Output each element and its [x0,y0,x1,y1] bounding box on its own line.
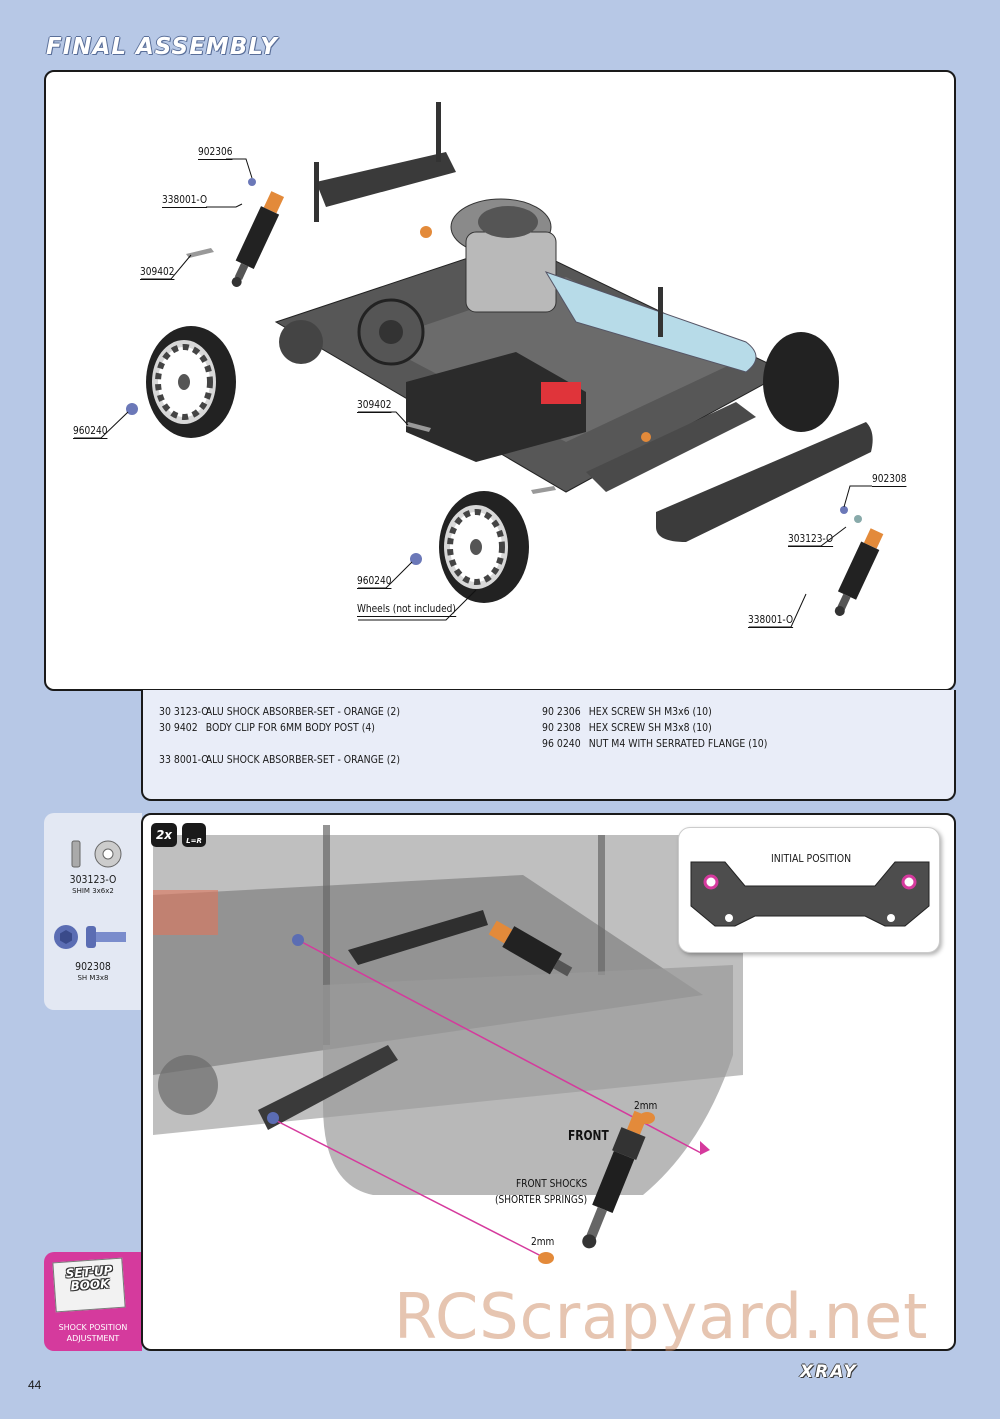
callout-303123-o: 303123-O [788,532,834,547]
part-code: 96 0240 [542,737,581,750]
front-shocks-label: FRONT SHOCKS [516,1177,588,1190]
guide-line-lower [274,1119,546,1259]
fuel-tank [406,352,586,462]
car-assembly-illustration [74,102,884,628]
nut-960240-rear [126,403,138,415]
callout-309402-mid: 309402 [357,398,392,413]
shim-303123 [854,515,862,523]
faded-carbon [153,875,703,1075]
hex-screw-icon [54,925,126,949]
part-desc: ALU SHOCK ABSORBER-SET - ORANGE (2) [205,705,401,718]
part-desc: BODY CLIP FOR 6MM BODY POST (4) [205,721,375,734]
brand-logo: XRAY [800,1362,858,1382]
front-shock-install-illustration [153,825,743,1264]
shim-bottom-label: 2mm [531,1235,555,1248]
left-right-badge: L=R [182,823,206,847]
installed-shock [488,920,573,977]
initial-position-inset: INITIAL POSITION [678,827,940,953]
part-row: 90 2308 HEX SCREW SH M3x8 (10) [542,721,712,734]
callout-338001-o-rear: 338001-O [162,193,208,208]
shim-2mm-bottom [538,1252,554,1264]
step-parts-sidebar: 303123-O SHIM 3x6x2 902308 SH M3x8 [44,813,142,1010]
faded-body-post-2 [598,835,605,975]
shim-icon [71,840,122,868]
part-code: 90 2308 [542,721,581,734]
faded-red-box [153,890,218,935]
faded-bumper [323,965,733,1195]
front-right-wheel [763,332,839,432]
part-row: 96 0240 NUT M4 WITH SERRATED FLANGE (10) [542,737,767,750]
part-code: 90 2306 [542,705,581,718]
front-bumper [656,422,873,542]
exhaust [544,271,757,373]
front-arrow [700,1141,710,1155]
callout-338001-o-front: 338001-O [748,613,794,628]
part-desc: HEX SCREW SH M3x8 (10) [588,721,712,734]
rear-body-mount [316,152,456,207]
page-title: FINAL ASSEMBLY [46,34,278,60]
initial-position-label: INITIAL POSITION [771,852,852,865]
shim-top-label: 2mm [634,1099,658,1112]
body-clip-2 [406,422,431,432]
setup-book-icon: SET-UP BOOK [52,1257,126,1313]
body-post-3 [658,287,663,337]
quantity-badge: 2x [151,823,177,847]
assembly-diagram-panel: 902306 338001-O 309402 960240 309402 902… [44,70,956,691]
rear-hub [279,320,323,364]
part-row: 90 2306 HEX SCREW SH M3x6 (10) [542,705,712,718]
front-shock-absorber [834,528,884,616]
parts-list: 30 3123-OALU SHOCK ABSORBER-SET - ORANGE… [141,690,956,801]
body-clip-3 [531,486,556,494]
screw-902306 [248,178,256,186]
body-post-1 [314,162,319,222]
front-arms [586,402,756,492]
screw-upper [292,934,304,946]
part-desc: NUT M4 WITH SERRATED FLANGE (10) [588,737,768,750]
screw-size: SH M3x8 [77,974,109,982]
shim-size: SHIM 3x6x2 [72,887,114,895]
shorter-springs-label: (SHORTER SPRINGS) [495,1193,588,1206]
rear-shock-absorber [231,191,285,287]
front-left-wheel [439,491,529,603]
screw-902308 [840,506,848,514]
callout-wheels: Wheels (not included) [357,602,456,617]
receiver-box [541,382,581,404]
callout-902306: 902306 [198,145,233,160]
engine-top [478,206,538,238]
step-panel: 2x L=R INITIAL POSITION 2mm FRONT FRONT … [141,813,956,1351]
faded-hub [158,1055,218,1115]
part-code: 30 9402 [159,721,198,734]
part-row: 33 8001-OALU SHOCK ABSORBER-SET - ORANGE… [159,753,400,766]
front-shock-tower [348,910,488,965]
engine-block [465,231,557,313]
callout-902308: 902308 [872,472,907,487]
setup-caption-line1: SHOCK POSITION [58,1323,128,1332]
front-label: FRONT [568,1129,609,1144]
body-post-2 [436,102,441,162]
new-front-shock [582,1110,648,1249]
setup-book-reference: SET-UP BOOK SHOCK POSITION ADJUSTMENT [44,1252,142,1351]
part-desc: HEX SCREW SH M3x6 (10) [588,705,712,718]
part-row: 30 3123-OALU SHOCK ABSORBER-SET - ORANGE… [159,705,400,718]
part-row: 30 9402 BODY CLIP FOR 6MM BODY POST (4) [159,721,375,734]
nut-960240-front [410,553,422,565]
part-desc: ALU SHOCK ABSORBER-SET - ORANGE (2) [205,753,401,766]
page-number: 44 [28,1378,42,1392]
part-code: 33 8001-O [159,753,209,766]
shim-code: 303123-O [69,873,117,886]
callout-309402-rear: 309402 [140,265,175,280]
setup-caption-line2: ADJUSTMENT [66,1334,120,1343]
rear-wheel [146,326,236,438]
shock-tower-plate-illustration [690,861,930,927]
callout-960240-rear: 960240 [73,424,108,439]
faded-body-post-1 [323,825,330,1045]
watermark: RCScrapyard.net [394,1280,929,1353]
screw-code: 902308 [75,960,111,973]
part-code: 30 3123-O [159,705,209,718]
screw-lower [267,1112,279,1124]
body-clip-1 [186,248,214,258]
callout-960240-front: 960240 [357,574,392,589]
lower-arm [258,1045,398,1130]
